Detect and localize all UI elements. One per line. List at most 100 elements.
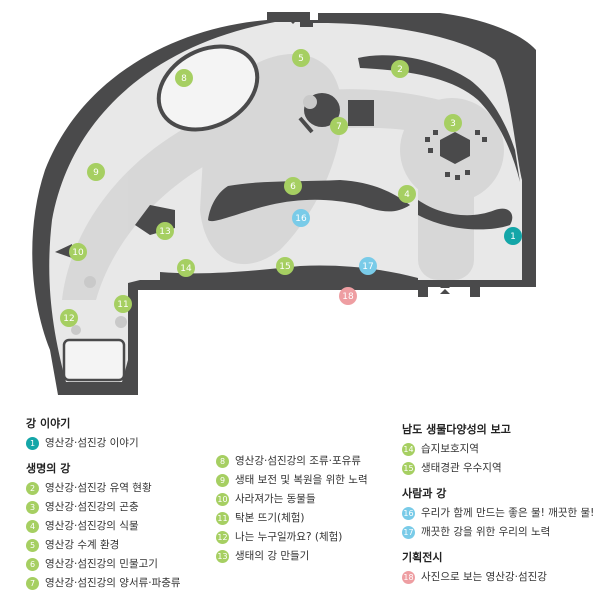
inner-wall-top — [358, 55, 520, 182]
legend-item-label: 습지보호지역 — [421, 443, 479, 455]
legend-number-badge: 9 — [216, 474, 229, 487]
map-marker-3: 3 — [444, 114, 462, 132]
legend-item-label: 생태의 강 만들기 — [235, 550, 310, 562]
legend-number-badge: 4 — [26, 520, 39, 533]
legend-section-title: 사람과 강 — [402, 487, 447, 500]
map-marker-4: 4 — [398, 185, 416, 203]
stool-dots — [71, 95, 317, 335]
map-marker-number: 8 — [181, 74, 187, 84]
entrance-top-icon — [288, 14, 298, 24]
legend-item-label: 영산강·섬진강의 식물 — [45, 520, 139, 532]
legend-item-label: 나는 누구일까요? (체험) — [235, 531, 343, 543]
map-marker-circle — [359, 257, 377, 275]
legend-item: 4 영산강·섬진강의 식물 — [26, 517, 181, 536]
map-marker-number: 1 — [510, 232, 516, 242]
map-marker-16: 16 — [292, 209, 310, 227]
insect-cases — [425, 130, 487, 180]
map-marker-circle — [69, 243, 87, 261]
map-marker-10: 10 — [69, 243, 87, 261]
entrance-bottom-icon — [440, 283, 450, 294]
legend-item-label: 영산강·섬진강 유역 현황 — [45, 482, 152, 494]
legend-section-title: 남도 생물다양성의 보고 — [402, 423, 511, 436]
map-marker-circle — [87, 163, 105, 181]
legend-item: 9 생태 보전 및 복원을 위한 노력 — [216, 471, 368, 490]
legend-item-label: 생태경관 우수지역 — [421, 462, 502, 474]
map-marker-number: 5 — [298, 54, 304, 64]
legend-item: 5 영산강 수계 환경 — [26, 536, 181, 555]
map-marker-7: 7 — [330, 117, 348, 135]
map-marker-number: 4 — [404, 190, 410, 200]
map-marker-number: 13 — [159, 227, 170, 237]
map-marker-18: 18 — [339, 287, 357, 305]
legend-number-badge: 1 — [26, 437, 39, 450]
map-marker-number: 17 — [362, 262, 373, 272]
legend-number-badge: 18 — [402, 571, 415, 584]
inner-wall-right — [418, 200, 513, 230]
legend-number-badge: 14 — [402, 443, 415, 456]
legend-item: 2 영산강·섬진강 유역 현황 — [26, 479, 181, 498]
legend-number-badge: 3 — [26, 501, 39, 514]
map-marker-number: 7 — [336, 122, 342, 132]
map-marker-number: 3 — [450, 119, 456, 129]
legend-item-label: 깨끗한 강을 위한 우리의 노력 — [421, 526, 551, 538]
map-marker-17: 17 — [359, 257, 377, 275]
map-marker-6: 6 — [284, 177, 302, 195]
legend-number-badge: 15 — [402, 462, 415, 475]
legend-number-badge: 5 — [26, 539, 39, 552]
map-marker-number: 14 — [180, 264, 192, 274]
experience-table — [62, 338, 126, 382]
map-marker-circle — [398, 185, 416, 203]
map-marker-circle — [330, 117, 348, 135]
legend-item: 15 생태경관 우수지역 — [402, 459, 594, 478]
legend-item-label: 영산강·섬진강 이야기 — [45, 437, 139, 449]
map-marker-circle — [175, 69, 193, 87]
zone-bird-ellipse — [156, 44, 260, 132]
legend-item: 14 습지보호지역 — [402, 440, 594, 459]
map-marker-circle — [276, 257, 294, 275]
inner-wall-lower — [160, 265, 418, 283]
legend-item: 11 탁본 뜨기(체험) — [216, 509, 368, 528]
zone-right-corridor — [418, 135, 474, 280]
legend-number-badge: 2 — [26, 482, 39, 495]
legend-number-badge: 10 — [216, 493, 229, 506]
map-marker-13: 13 — [156, 222, 174, 240]
map-marker-number: 15 — [279, 262, 290, 272]
map-marker-circle — [60, 309, 78, 327]
legend-item-label: 탁본 뜨기(체험) — [235, 512, 305, 524]
map-marker-circle — [156, 222, 174, 240]
aquarium-stand — [298, 116, 314, 134]
map-marker-2: 2 — [391, 60, 409, 78]
wall-notch-left — [55, 244, 72, 258]
map-marker-9: 9 — [87, 163, 105, 181]
map-marker-number: 10 — [72, 248, 84, 258]
legend-number-badge: 8 — [216, 455, 229, 468]
map-marker-circle — [292, 209, 310, 227]
legend-item: 1 영산강·섬진강 이야기 — [26, 434, 181, 453]
map-marker-8: 8 — [175, 69, 193, 87]
legend-item: 8 영산강·섬진강의 조류·포유류 — [216, 452, 368, 471]
legend-number-badge: 11 — [216, 512, 229, 525]
legend-number-badge: 6 — [26, 558, 39, 571]
map-marker-number: 11 — [117, 300, 128, 310]
legend-item-label: 영산강 수계 환경 — [45, 539, 120, 551]
map-marker-circle — [177, 259, 195, 277]
map-marker-number: 18 — [342, 292, 354, 302]
map-marker-11: 11 — [114, 295, 132, 313]
legend-section-title: 강 이야기 — [26, 417, 71, 430]
map-marker-number: 6 — [290, 182, 296, 192]
legend-number-badge: 7 — [26, 577, 39, 590]
map-marker-circle — [114, 295, 132, 313]
legend-item-label: 영산강·섬진강의 조류·포유류 — [235, 455, 361, 467]
legend-number-badge: 17 — [402, 526, 415, 539]
map-marker-5: 5 — [292, 49, 310, 67]
legend-item-label: 생태 보전 및 복원을 위한 노력 — [235, 474, 368, 486]
